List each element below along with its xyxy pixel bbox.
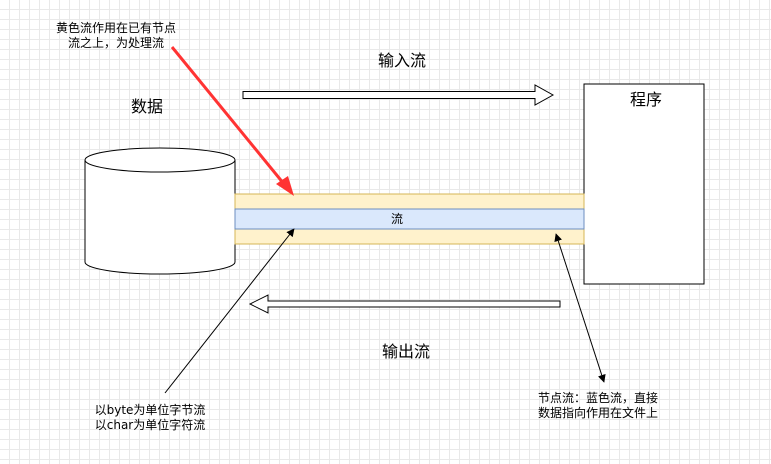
input-stream-label: 输入流 bbox=[378, 51, 427, 70]
processing-stream-note-line1: 黄色流作用在已有节点 bbox=[55, 21, 176, 35]
database-cylinder bbox=[84, 147, 236, 275]
processing-stream-pointer-arrow bbox=[170, 46, 294, 196]
data-label: 数据 bbox=[131, 97, 164, 116]
byte-char-note-line2: 以char为单位字符流 bbox=[94, 418, 206, 432]
node-stream-note-line1: 节点流：蓝色流，直接 bbox=[537, 391, 658, 405]
processing-stream-note: 黄色流作用在已有节点 流之上，为处理流 bbox=[28, 21, 204, 51]
program-label: 程序 bbox=[630, 90, 663, 109]
input-stream-arrow bbox=[242, 84, 555, 106]
byte-char-pointer-arrow bbox=[164, 228, 295, 394]
node-stream-band bbox=[234, 208, 585, 230]
node-stream-note-line2: 数据指向作用在文件上 bbox=[537, 406, 658, 420]
node-stream-pointer-arrow bbox=[554, 233, 606, 383]
processing-stream-note-line2: 流之上，为处理流 bbox=[67, 36, 164, 50]
stream-label: 流 bbox=[391, 212, 404, 226]
output-stream-arrow bbox=[248, 294, 561, 314]
byte-char-note: 以byte为单位字节流 以char为单位字符流 bbox=[82, 403, 218, 433]
byte-char-note-line1: 以byte为单位字节流 bbox=[94, 403, 206, 417]
node-stream-note: 节点流：蓝色流，直接 数据指向作用在文件上 bbox=[520, 391, 676, 421]
program-box bbox=[583, 83, 705, 285]
output-stream-label: 输出流 bbox=[382, 342, 431, 361]
